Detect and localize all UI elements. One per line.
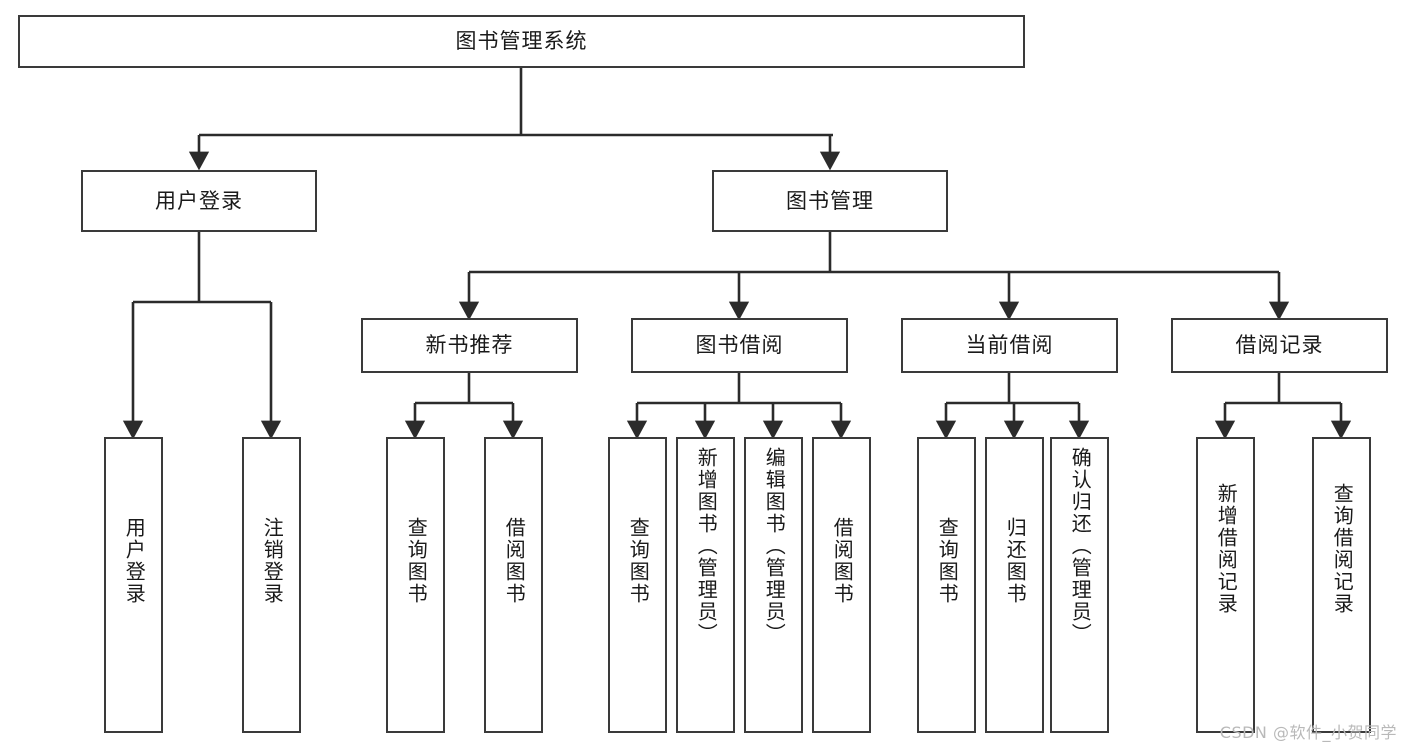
node-leaf-query-book-1-label: 查询图书 bbox=[404, 517, 429, 605]
node-new-book-rec[interactable]: 新书推荐 bbox=[361, 318, 578, 373]
node-new-book-rec-label: 新书推荐 bbox=[425, 333, 514, 358]
node-leaf-return-book[interactable]: 归还图书 bbox=[985, 437, 1044, 733]
node-leaf-query-record[interactable]: 查询借阅记录 bbox=[1312, 437, 1371, 733]
node-root[interactable]: 图书管理系统 bbox=[18, 15, 1025, 68]
node-leaf-borrow-book-2[interactable]: 借阅图书 bbox=[812, 437, 871, 733]
node-leaf-query-record-label: 查询借阅记录 bbox=[1330, 483, 1355, 615]
node-user-login[interactable]: 用户登录 bbox=[81, 170, 317, 232]
node-leaf-logout[interactable]: 注销登录 bbox=[242, 437, 301, 733]
node-leaf-query-book-3-label: 查询图书 bbox=[935, 517, 960, 605]
node-book-manage-label: 图书管理 bbox=[786, 188, 874, 213]
node-leaf-query-book-1[interactable]: 查询图书 bbox=[386, 437, 445, 733]
node-user-login-label: 用户登录 bbox=[155, 188, 243, 213]
node-leaf-add-record-label: 新增借阅记录 bbox=[1214, 483, 1239, 615]
node-book-borrow-label: 图书借阅 bbox=[695, 333, 784, 358]
node-leaf-confirm-return[interactable]: 确认归还（管理员） bbox=[1050, 437, 1109, 733]
node-leaf-edit-book-label: 编辑图书（管理员） bbox=[762, 447, 787, 645]
node-current-borrow[interactable]: 当前借阅 bbox=[901, 318, 1118, 373]
node-book-manage[interactable]: 图书管理 bbox=[712, 170, 948, 232]
node-borrow-record-label: 借阅记录 bbox=[1235, 333, 1324, 358]
node-current-borrow-label: 当前借阅 bbox=[965, 333, 1054, 358]
node-leaf-return-book-label: 归还图书 bbox=[1003, 517, 1028, 605]
node-leaf-confirm-return-label: 确认归还（管理员） bbox=[1068, 447, 1093, 645]
node-leaf-user-login-label: 用户登录 bbox=[122, 517, 147, 605]
node-leaf-borrow-book-2-label: 借阅图书 bbox=[830, 517, 855, 605]
node-leaf-add-book-label: 新增图书（管理员） bbox=[694, 447, 719, 645]
node-leaf-query-book-2-label: 查询图书 bbox=[626, 517, 651, 605]
node-root-label: 图书管理系统 bbox=[455, 29, 588, 54]
node-leaf-logout-label: 注销登录 bbox=[260, 517, 285, 605]
node-leaf-borrow-book-1[interactable]: 借阅图书 bbox=[484, 437, 543, 733]
node-leaf-query-book-2[interactable]: 查询图书 bbox=[608, 437, 667, 733]
csdn-watermark: CSDN @软件_小贺同学 bbox=[1219, 723, 1397, 742]
node-leaf-borrow-book-1-label: 借阅图书 bbox=[502, 517, 527, 605]
node-leaf-add-record[interactable]: 新增借阅记录 bbox=[1196, 437, 1255, 733]
node-leaf-add-book[interactable]: 新增图书（管理员） bbox=[676, 437, 735, 733]
node-book-borrow[interactable]: 图书借阅 bbox=[631, 318, 848, 373]
node-leaf-edit-book[interactable]: 编辑图书（管理员） bbox=[744, 437, 803, 733]
node-leaf-user-login[interactable]: 用户登录 bbox=[104, 437, 163, 733]
node-borrow-record[interactable]: 借阅记录 bbox=[1171, 318, 1388, 373]
node-leaf-query-book-3[interactable]: 查询图书 bbox=[917, 437, 976, 733]
